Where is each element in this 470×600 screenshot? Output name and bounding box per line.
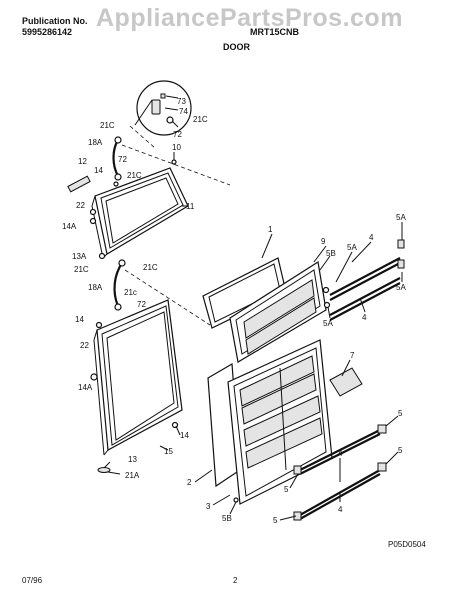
callout: 74 [179,107,188,116]
footer-date: 07/96 [22,576,43,585]
diagram-code: P05D0504 [388,540,426,549]
callout: 72 [173,130,182,139]
callout: 11 [186,202,195,211]
freezer-door-assembly [67,125,231,260]
callout: 21C [100,121,115,130]
callout: 4 [338,449,343,458]
callout: 2 [187,478,192,487]
section-title: DOOR [223,42,250,52]
callout: 4 [369,233,374,242]
callout: 5 [398,409,403,418]
callout: 14A [62,222,77,231]
publication-number: 5995286142 [22,27,73,37]
callout: 72 [137,300,146,309]
callout: 22 [80,341,89,350]
callout: 4 [362,313,367,322]
callout: 9 [321,237,326,246]
callout: 1 [268,225,273,234]
fresh-food-door-wire-18A [113,262,123,307]
callout: 21C [193,115,208,124]
publication-label: Publication No. [22,16,88,26]
callout-labels: 1 9 5B 5A 4 5A 5A 4 5A 7 5 5 4 5 4 5 2 3… [62,97,406,525]
callout: 13 [128,455,137,464]
freezer-handle-12 [67,175,91,193]
callout: 5 [284,485,289,494]
callout: 15 [164,447,173,456]
freezer-door-gasket [100,172,184,249]
callout: 21C [127,171,142,180]
callout: 14 [180,431,189,440]
fresh-food-door-panel [96,299,183,451]
callout: 3 [206,502,211,511]
callout: 5A [347,243,357,252]
callout: 12 [78,157,87,166]
callout: 5A [323,319,333,328]
callout: 5B [326,249,336,258]
callout: 18A [88,138,103,147]
freezer-liner-assembly [202,257,327,363]
callout: 21A [125,471,140,480]
hinge-detail-inset [134,80,192,136]
callout: 22 [76,201,85,210]
callout: 7 [350,351,355,360]
callout: 5A [396,213,406,222]
callout: 14A [78,383,93,392]
callout: 5B [222,514,232,523]
callout: 21C [143,263,158,272]
callout: 18A [88,283,103,292]
fresh-food-liner-assembly [207,339,333,505]
callout: 10 [172,143,181,152]
callout: 5 [398,446,403,455]
callout: 5 [273,516,278,525]
leader-lines [103,152,403,521]
callout: 73 [177,97,186,106]
door-bin-7 [329,367,363,397]
fresh-food-door-assembly [90,259,211,473]
callout: 21c [124,288,137,297]
callout: 5A [396,283,406,292]
callout: 14 [75,315,84,324]
callout: 13A [72,252,87,261]
model-number: MRT15CNB [250,27,300,37]
watermark: AppliancePartsPros.com [96,4,403,32]
footer-page: 2 [233,576,238,585]
callout: 14 [94,166,103,175]
callout: 21C [74,265,89,274]
callout: 4 [338,505,343,514]
fresh-food-door-gasket [101,305,179,446]
callout: 72 [118,155,127,164]
